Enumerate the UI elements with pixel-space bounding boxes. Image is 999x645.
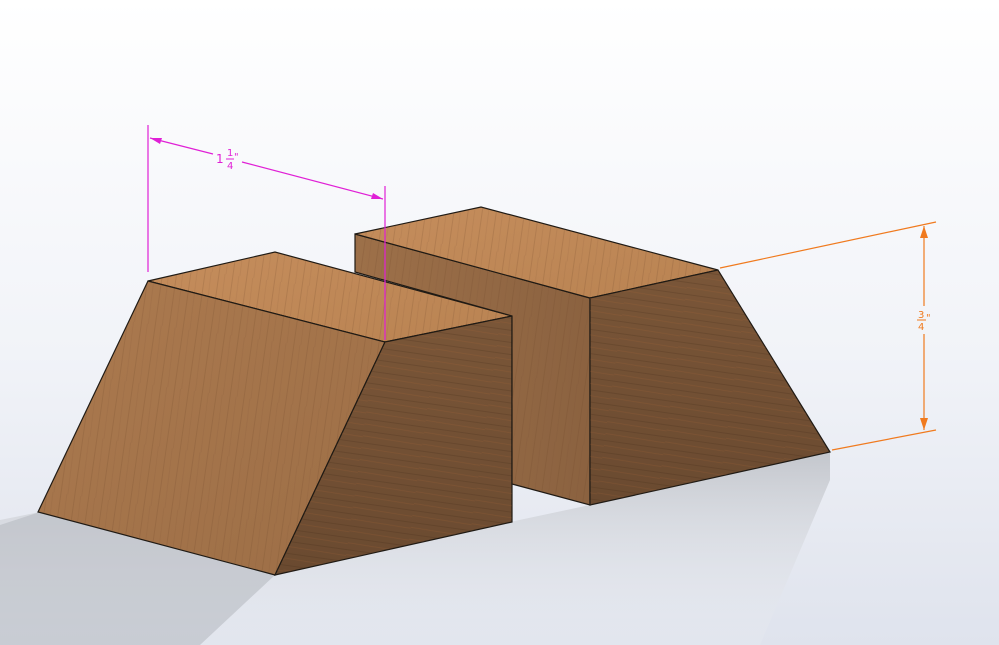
width-dim-arrow-left [150,138,162,144]
width-dim-numerator: 1 [227,148,233,159]
shadow-left [0,512,275,645]
height-dim-arrow-bottom [920,418,928,430]
right-wood-block[interactable] [354,206,831,506]
width-dimension[interactable]: 1 1 4 " [147,125,386,340]
height-dim-arrow-top [920,226,928,238]
height-dim-numerator: 3 [918,310,924,321]
width-dim-unit: " [234,152,239,163]
height-dim-denominator: 4 [918,322,924,333]
height-dim-extension-bottom [831,429,937,451]
width-dim-arrow-right [371,193,383,199]
height-dim-unit: " [926,313,931,324]
width-dim-line-right [241,161,384,200]
left-wood-block[interactable] [37,251,513,576]
width-dim-whole: 1 [216,152,224,166]
height-dim-extension-top [719,221,937,269]
height-dimension[interactable]: 3 4 " [719,221,937,451]
width-dim-denominator: 4 [227,161,233,172]
